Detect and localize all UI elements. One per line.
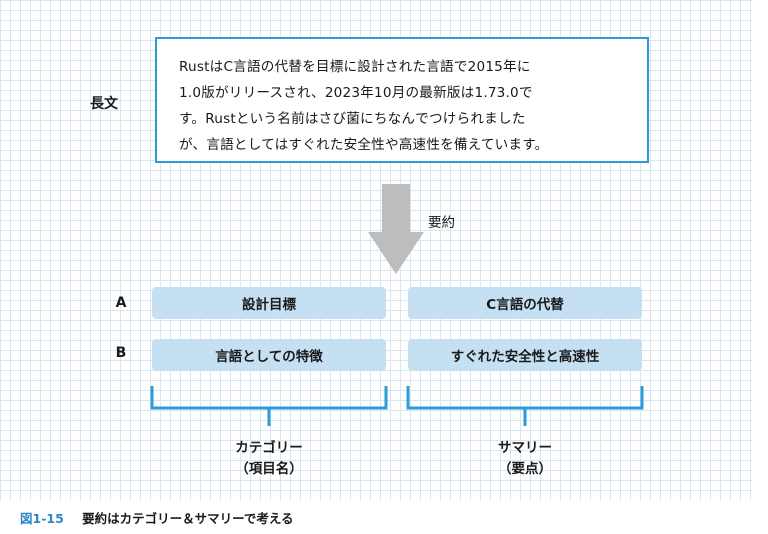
category-text-b: 言語としての特徴 <box>215 349 323 365</box>
row-label-a: A <box>115 295 127 311</box>
category-text-a: 設計目標 <box>242 297 296 313</box>
summary-column-label: サマリー （要点） <box>406 438 644 480</box>
row-label-b: B <box>115 345 127 361</box>
down-arrow-icon <box>368 184 424 274</box>
source-text-box: RustはC言語の代替を目標に設計された言語で2015年に 1.0版がリリースさ… <box>155 37 649 163</box>
arrow-label: 要約 <box>428 215 455 231</box>
source-label: 長文 <box>90 96 118 112</box>
category-column-subtitle: （項目名） <box>235 461 303 477</box>
source-line-4: が、言語としてはすぐれた安全性や高速性を備えています。 <box>179 137 549 153</box>
category-cell-b: 言語としての特徴 <box>152 339 386 371</box>
summary-column-title: サマリー <box>498 440 552 456</box>
figure-caption: 図1-15 要約はカテゴリー＆サマリーで考える <box>20 508 294 527</box>
category-bracket <box>150 386 388 426</box>
source-line-2: 1.0版がリリースされ、2023年10月の最新版は1.73.0で <box>179 85 533 101</box>
summary-cell-a: C言語の代替 <box>408 287 642 319</box>
summary-column-subtitle: （要点） <box>498 461 552 477</box>
summary-cell-b: すぐれた安全性と高速性 <box>408 339 642 371</box>
caption-text: 要約はカテゴリー＆サマリーで考える <box>82 511 294 526</box>
source-line-3: す。Rustという名前はさび菌にちなんでつけられました <box>179 111 526 127</box>
summary-text-a: C言語の代替 <box>486 297 564 313</box>
category-column-label: カテゴリー （項目名） <box>150 438 388 480</box>
category-cell-a: 設計目標 <box>152 287 386 319</box>
summary-bracket <box>406 386 644 426</box>
source-line-1: RustはC言語の代替を目標に設計された言語で2015年に <box>179 59 531 75</box>
figure-number: 図1-15 <box>20 511 64 526</box>
category-column-title: カテゴリー <box>235 440 303 456</box>
summary-text-b: すぐれた安全性と高速性 <box>450 349 600 365</box>
